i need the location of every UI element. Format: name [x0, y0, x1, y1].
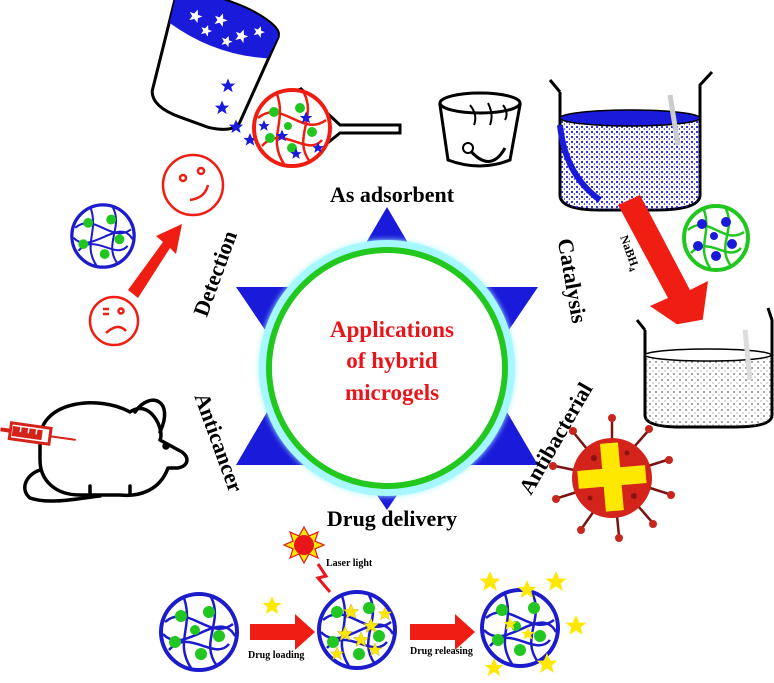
center-ring: [266, 247, 508, 489]
adsorbent-microgel: [252, 88, 332, 168]
label-detection: Detection: [188, 227, 242, 319]
center-title-line3: microgels: [345, 380, 439, 405]
label-adsorbent: As adsorbent: [330, 182, 455, 207]
beaker-grey-icon: [635, 307, 774, 429]
nabh4-arrow: [618, 195, 708, 340]
label-laser: Laser light: [326, 558, 373, 569]
microgel-released: [480, 588, 560, 668]
label-anticancer: Anticancer: [190, 389, 249, 495]
syringe-icon: [0, 421, 76, 446]
microgel-drug-loaded: [317, 590, 397, 670]
arrow-loading: [250, 614, 315, 650]
catalysis-microgel: [682, 204, 750, 272]
label-drug-delivery: Drug delivery: [327, 506, 457, 531]
detection-arrow: [128, 224, 182, 298]
sad-face-icon: [88, 295, 140, 347]
center-title-line2: of hybrid: [346, 348, 438, 373]
drug-star-free: [262, 596, 282, 615]
bucket-icon: [438, 91, 522, 168]
center-title-line1: Applications: [330, 317, 454, 342]
microgel-loaded: [159, 592, 239, 672]
smiley-face-icon: [161, 153, 225, 217]
label-drug-releasing: Drug releasing: [410, 646, 473, 657]
laser-bolt: [315, 563, 332, 593]
label-catalysis: Catalysis: [553, 236, 593, 325]
virus-icon: [549, 414, 675, 542]
mouse-icon: [23, 398, 189, 503]
detection-microgel: [70, 203, 136, 269]
sun-icon: [282, 525, 326, 565]
arrow-releasing: [410, 614, 475, 650]
center-title: Applications of hybrid microgels: [330, 317, 454, 405]
beaker-blue-icon: [548, 70, 714, 212]
label-drug-loading: Drug loading: [248, 650, 304, 661]
